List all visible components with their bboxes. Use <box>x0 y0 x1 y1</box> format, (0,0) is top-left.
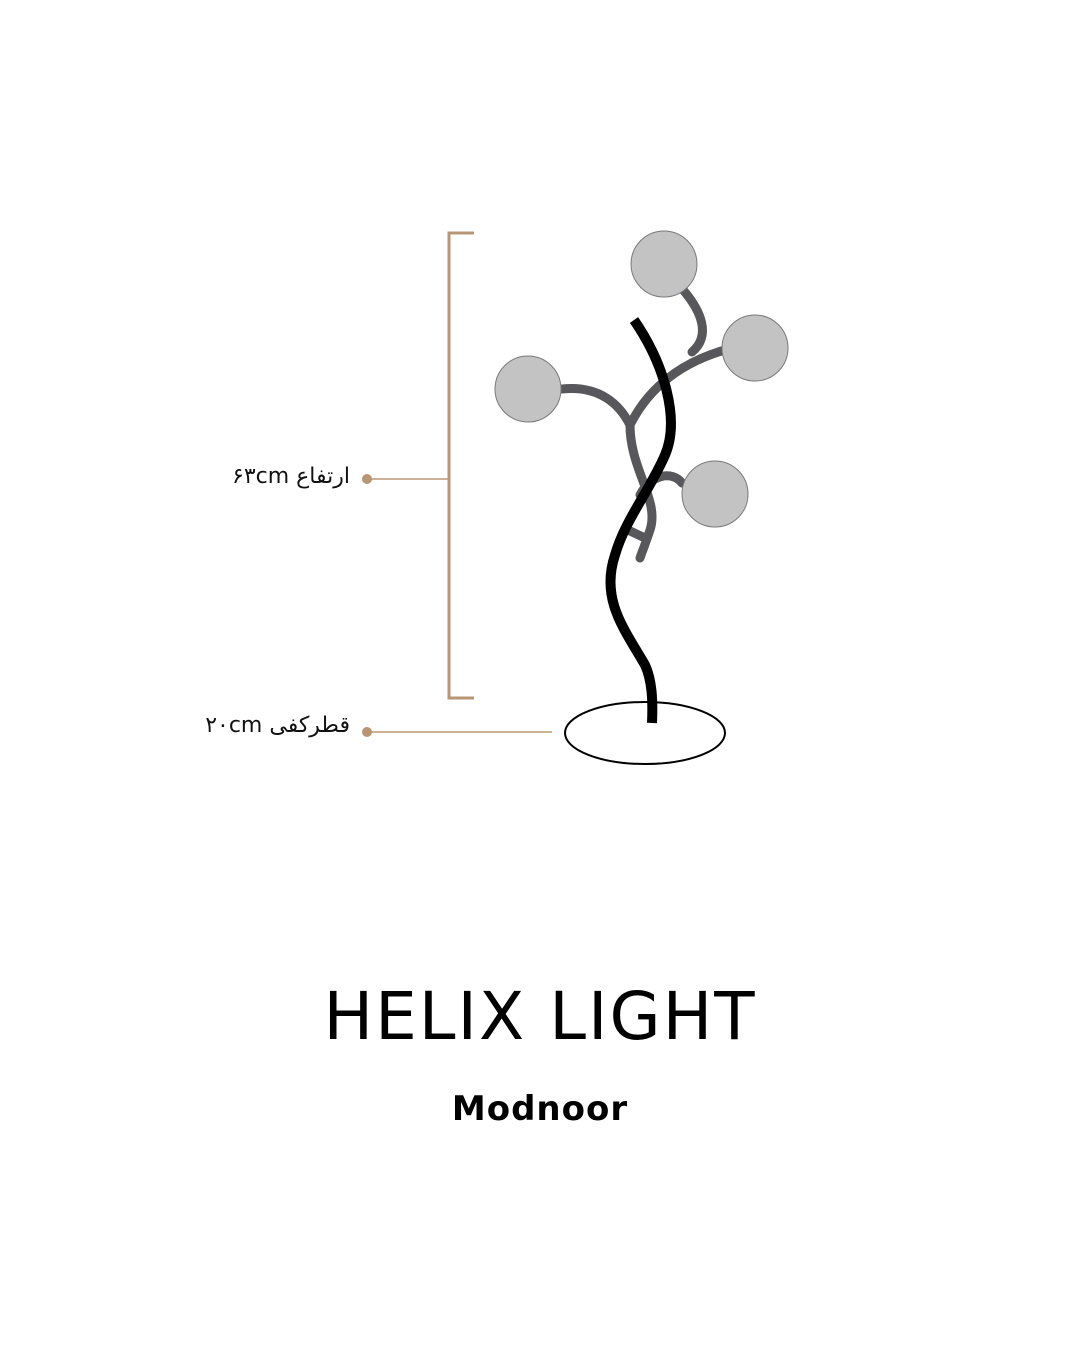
lamp-branches <box>557 286 737 563</box>
diameter-label: قطرکفی ۲۰cm <box>205 713 350 738</box>
branch-left <box>557 384 635 430</box>
branch-connector <box>623 525 650 543</box>
brand-logo-text: Modnoor <box>451 1089 629 1129</box>
globe-right <box>721 314 789 382</box>
branch-top <box>679 286 707 357</box>
height-leader-dot <box>362 474 372 484</box>
branch-mid <box>625 420 657 563</box>
product-title: HELIX LIGHT <box>323 978 757 1055</box>
height-bracket <box>447 231 474 700</box>
height-leader <box>362 474 449 484</box>
lamp-base <box>564 701 726 765</box>
globe-lower-right <box>681 460 749 528</box>
lamp-stem <box>605 317 676 724</box>
globe-left <box>494 355 562 423</box>
branch-to-right <box>625 343 737 430</box>
lamp-globes <box>494 230 789 528</box>
height-label: ارتفاع ۶۳cm <box>232 464 350 489</box>
globe-top <box>630 230 698 298</box>
diameter-leader <box>362 727 552 737</box>
diameter-leader-dot <box>362 727 372 737</box>
